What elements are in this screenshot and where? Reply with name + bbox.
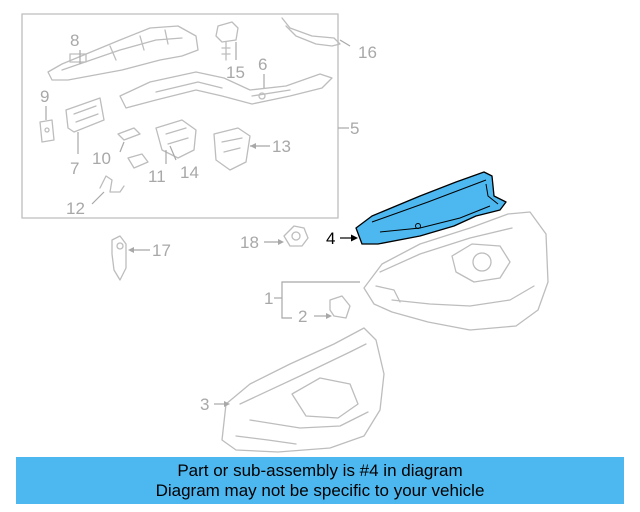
part-6-long-member [119, 71, 333, 109]
part-10 [117, 127, 141, 141]
callout-10: 10 [92, 149, 111, 168]
callout-16: 16 [358, 43, 377, 62]
callout-11: 11 [148, 167, 166, 186]
callout-2: 2 [298, 307, 307, 326]
info-banner: Part or sub-assembly is #4 in diagram Di… [16, 457, 624, 504]
callout-15: 15 [226, 63, 245, 82]
part-4-shield-highlighted [355, 171, 507, 245]
part-18-clip [283, 225, 309, 247]
part-11 [127, 153, 149, 169]
part-8-upper-rail [47, 25, 199, 81]
group-frame-5 [21, 13, 339, 219]
part-1-inner-apron [363, 211, 549, 331]
callout-1: 1 [264, 289, 273, 308]
callout-12: 12 [66, 199, 85, 218]
part-9 [39, 119, 55, 143]
part-15-stud [215, 21, 239, 61]
callout-9: 9 [40, 87, 49, 106]
part-13 [213, 127, 251, 171]
callout-5: 5 [350, 119, 359, 138]
banner-line-1: Part or sub-assembly is #4 in diagram [177, 461, 463, 480]
part-12-bracket [99, 175, 125, 193]
callout-17: 17 [152, 241, 171, 260]
callout-13: 13 [272, 137, 291, 156]
part-14 [155, 119, 197, 159]
part-16-bracket [281, 17, 341, 47]
callout-8: 8 [70, 31, 79, 50]
part-7 [65, 97, 105, 133]
part-2-clip [329, 295, 351, 319]
callout-6: 6 [258, 55, 267, 74]
callout-18: 18 [240, 233, 259, 252]
callout-7: 7 [70, 159, 79, 178]
banner-line-2: Diagram may not be specific to your vehi… [155, 481, 485, 500]
callout-3: 3 [200, 395, 209, 414]
part-3-lower-apron [221, 327, 385, 453]
callout-4: 4 [326, 229, 335, 248]
callout-14: 14 [180, 163, 199, 182]
part-17-strap [111, 235, 127, 281]
